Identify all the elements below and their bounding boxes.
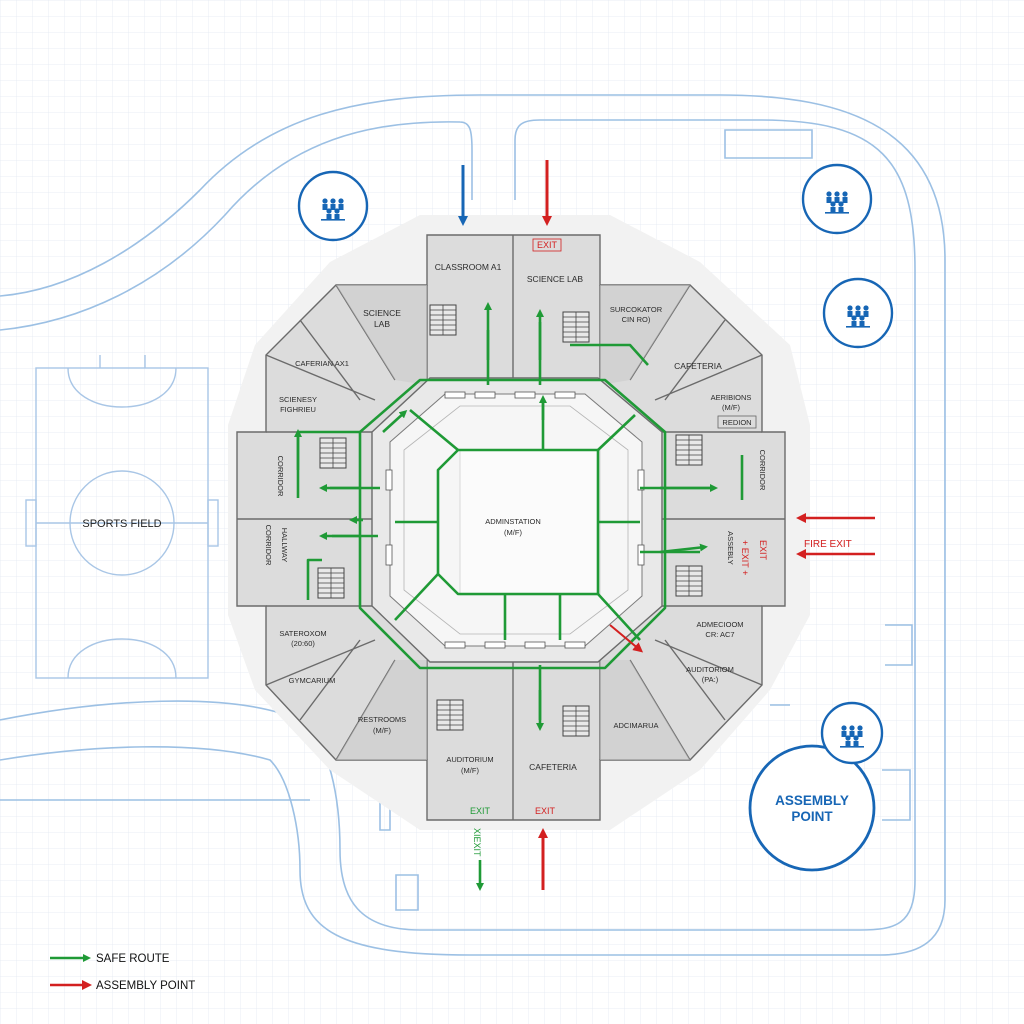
room-sateroom-2: (20:60) (291, 639, 315, 648)
room-corridor-hallway-2: HALLWAY (280, 528, 289, 562)
redion-sign (717, 415, 757, 429)
exit-right-2: EXIT (758, 540, 768, 561)
room-science-lab-left-1: SCIENCE (363, 308, 401, 318)
room-sateroom-1: SATEROXOM (279, 629, 326, 638)
sports-field-label: SPORTS FIELD (82, 518, 161, 530)
room-scienesy-2: FIGHRIEU (280, 405, 316, 414)
red-route-arrow (609, 624, 644, 653)
room-adlicoom-2: CR: AC7 (705, 630, 734, 639)
center-label-2: (M/F) (504, 528, 522, 537)
room-classroom-a1: CLASSROOM A1 (435, 262, 502, 272)
room-cafeteria-axt: CAFERIAN AX1 (295, 359, 349, 368)
room-science-lab-left-2: LAB (374, 319, 390, 329)
corridor-windows (385, 391, 645, 649)
assembly-point-label-2: POINT (791, 809, 833, 824)
room-adrebions-2: (M/F) (722, 403, 740, 412)
room-auditorium-right-2: (PA:) (702, 675, 719, 684)
legend-assembly-label: ASSEMBLY POINT (96, 980, 195, 992)
legend: SAFE ROUTE ASSEMBLY POINT (50, 953, 195, 992)
sports-field (25, 355, 219, 679)
center-label-1: ADMINSTATION (485, 517, 541, 526)
room-restrooms-1: RESTROOMS (358, 715, 406, 724)
room-auditorium-bottom-2: (M/F) (461, 766, 479, 775)
site-paths (0, 94, 946, 956)
exit-label-bottom: EXIT (535, 806, 556, 816)
exit-vertical-green: XIEXIT (472, 828, 482, 857)
exit-right-1: + EXIT + (740, 540, 750, 575)
fire-exit-label: FIRE EXIT (804, 539, 852, 550)
room-corridor-right: CORRIDOR (758, 450, 767, 491)
room-gymnasium: GYMCARIUM (289, 676, 336, 685)
room-adrebions-1: AERIBIONS (711, 393, 752, 402)
room-labels: CLASSROOM A1 SCIENCE LAB SCIENCE LAB SUR… (264, 262, 767, 775)
room-restrooms-2: (M/F) (373, 726, 391, 735)
room-science-lab-top: SCIENCE LAB (527, 274, 584, 284)
room-assebly-right: ASSEBLY (726, 531, 735, 565)
room-adlicoom-1: ADMECIOOM (696, 620, 743, 629)
room-admaruia: ADCIMARUA (613, 721, 658, 730)
room-cafeteria-bottom: CAFETERIA (529, 762, 577, 772)
room-surcokator-1: SURCOKATOR (610, 305, 663, 314)
room-surcokator-2: CIN RO) (622, 315, 651, 324)
legend-safe-route-label: SAFE ROUTE (96, 953, 170, 965)
assembly-point-circle (748, 744, 876, 872)
exit-sign-top (532, 238, 562, 252)
room-redion: REDION (722, 418, 751, 427)
room-corridor-left: CORRIDOR (276, 456, 285, 497)
room-cafeteria-right: CAFETERIA (674, 361, 722, 371)
room-auditorium-right-1: AUDITORIOM (686, 665, 734, 674)
wing-panels (336, 285, 690, 760)
exit-label-top: EXIT (537, 240, 558, 250)
safe-route-arrowheads (294, 302, 718, 891)
room-scienesy-1: SCIENESY (279, 395, 317, 404)
room-corridor-hallway-1: CORRIDOR (264, 525, 273, 566)
room-auditorium-bottom-1: AUDITORIUM (446, 755, 493, 764)
assembly-markers (297, 163, 894, 872)
exit-label-bottom-green: EXIT (470, 806, 491, 816)
assembly-point-label-1: ASSEMBLY (775, 793, 849, 808)
